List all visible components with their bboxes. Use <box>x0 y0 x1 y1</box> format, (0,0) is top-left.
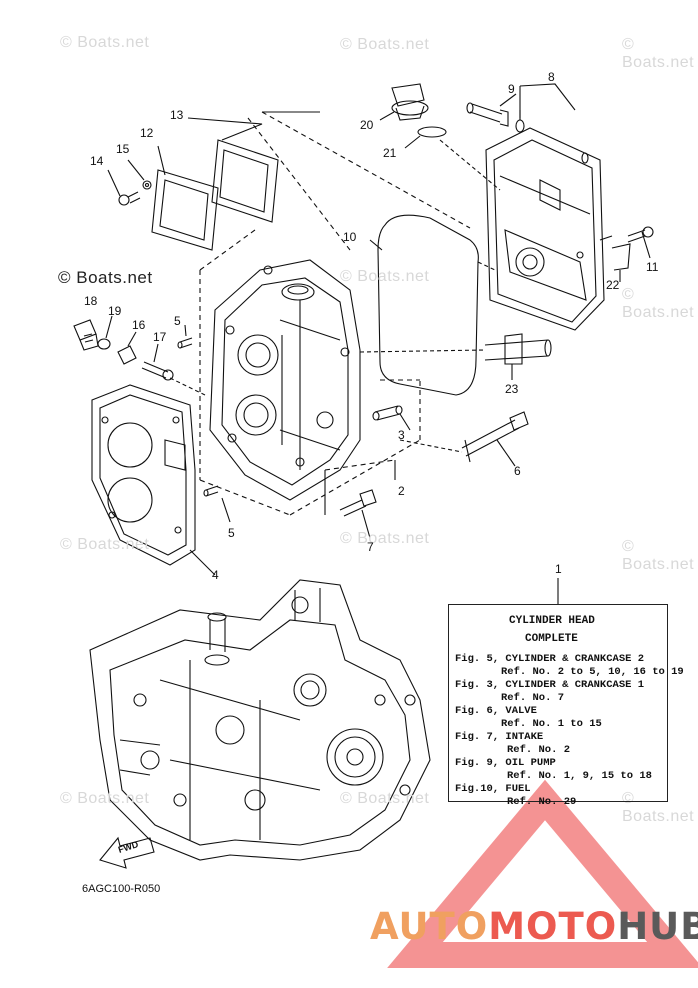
watermark: © Boats.net <box>60 34 150 51</box>
part-8-cylinder-head-cover <box>485 110 613 331</box>
brand-part-hub: HUB <box>617 905 698 948</box>
brand-part-auto: AUTO <box>370 905 489 948</box>
callout-22: 22 <box>606 278 620 292</box>
callout-17: 17 <box>153 330 167 344</box>
callout-12: 12 <box>140 126 154 140</box>
callout-15: 15 <box>116 142 130 156</box>
callout-3: 3 <box>398 428 405 442</box>
warning-triangle-logo <box>387 779 698 968</box>
part-5-pin-upper <box>177 324 193 349</box>
legend-line: Ref. No. 1 to 15 <box>501 718 602 730</box>
part-3-dowel <box>372 405 411 431</box>
legend-subtitle: COMPLETE <box>525 633 578 645</box>
part-13-plate <box>187 117 279 223</box>
legend-line: Ref. No. 7 <box>501 692 565 704</box>
part-22-clip <box>611 243 631 282</box>
legend-line: Ref. No. 29 <box>507 796 577 808</box>
legend-line: Fig. 6, VALVE <box>455 705 537 717</box>
part-2-cylinder-head <box>209 259 361 501</box>
callout-7: 7 <box>367 540 374 554</box>
callout-14: 14 <box>90 154 104 168</box>
part-6-bolt <box>461 411 529 467</box>
part-11-bolt <box>627 226 654 259</box>
watermark: © Boats.net <box>622 286 695 321</box>
part-9-pipe <box>466 93 517 127</box>
legend-line: Ref. No. 2 <box>507 744 571 756</box>
leader-8 <box>519 83 576 111</box>
fwd-arrow-icon <box>99 836 155 869</box>
callout-9: 9 <box>508 82 515 96</box>
crankcase-outline <box>89 579 431 861</box>
legend-line: Fig. 7, INTAKE <box>455 731 544 743</box>
watermark: © Boats.net <box>340 790 430 807</box>
callout-20: 20 <box>360 118 374 132</box>
callout-13: 13 <box>170 108 184 122</box>
part-14-screw <box>107 169 141 206</box>
legend-line: Fig. 9, OIL PUMP <box>455 757 556 769</box>
watermark: © Boats.net <box>60 536 150 553</box>
callout-11: 11 <box>646 260 659 274</box>
watermark: © Boats.net <box>60 790 150 807</box>
part-20-oil-cap <box>379 83 429 121</box>
callout-23: 23 <box>505 382 519 396</box>
part-7-bolt <box>339 489 377 539</box>
brand-part-moto: MOTO <box>488 905 618 948</box>
callout-8: 8 <box>548 70 555 84</box>
watermark: © Boats.net <box>622 36 695 71</box>
part-18-plug <box>73 319 99 351</box>
watermark: © Boats.net <box>340 268 430 285</box>
callout-2: 2 <box>398 484 405 498</box>
legend-line: Fig. 5, CYLINDER & CRANKCASE 2 <box>455 653 645 665</box>
callout-6: 6 <box>514 464 521 478</box>
part-15-washer <box>127 159 152 190</box>
callout-16: 16 <box>132 318 146 332</box>
callout-10: 10 <box>343 230 357 244</box>
part-17-screw <box>141 343 174 381</box>
legend-line: Fig.10, FUEL <box>455 783 531 795</box>
part-23-sensor <box>484 333 552 380</box>
part-21-o-ring <box>404 126 447 149</box>
part-4-head-gasket <box>91 384 216 576</box>
callout-5-lower: 5 <box>228 526 235 540</box>
callout-1: 1 <box>555 562 562 576</box>
legend-title: CYLINDER HEAD <box>509 615 595 627</box>
callout-21: 21 <box>383 146 397 160</box>
diagram-code: 6AGC100-R050 <box>82 883 161 895</box>
watermark: © Boats.net <box>340 36 430 53</box>
callout-19: 19 <box>108 304 122 318</box>
callout-18: 18 <box>84 294 98 308</box>
watermark: © Boats.net <box>622 790 695 825</box>
legend-line: Ref. No. 1, 9, 15 to 18 <box>507 770 652 782</box>
watermark: © Boats.net <box>340 530 430 547</box>
callout-5-upper: 5 <box>174 314 181 328</box>
watermark-dark: © Boats.net <box>58 268 153 287</box>
legend-line: Fig. 3, CYLINDER & CRANKCASE 1 <box>455 679 645 691</box>
automotohub-logo: AUTOMOTOHUB <box>370 905 698 948</box>
watermark: © Boats.net <box>622 538 695 573</box>
cylinder-head-complete-legend: CYLINDER HEAD COMPLETE Fig. 5, CYLINDER … <box>448 604 684 808</box>
part-16-collar <box>117 331 137 365</box>
legend-line: Ref. No. 2 to 5, 10, 16 to 19 <box>501 666 684 678</box>
callout-4: 4 <box>212 568 219 582</box>
part-12-plate <box>151 145 219 251</box>
part-19-o-ring <box>97 315 113 350</box>
part-10-gasket <box>377 214 479 396</box>
part-5-pin-lower <box>203 485 231 523</box>
